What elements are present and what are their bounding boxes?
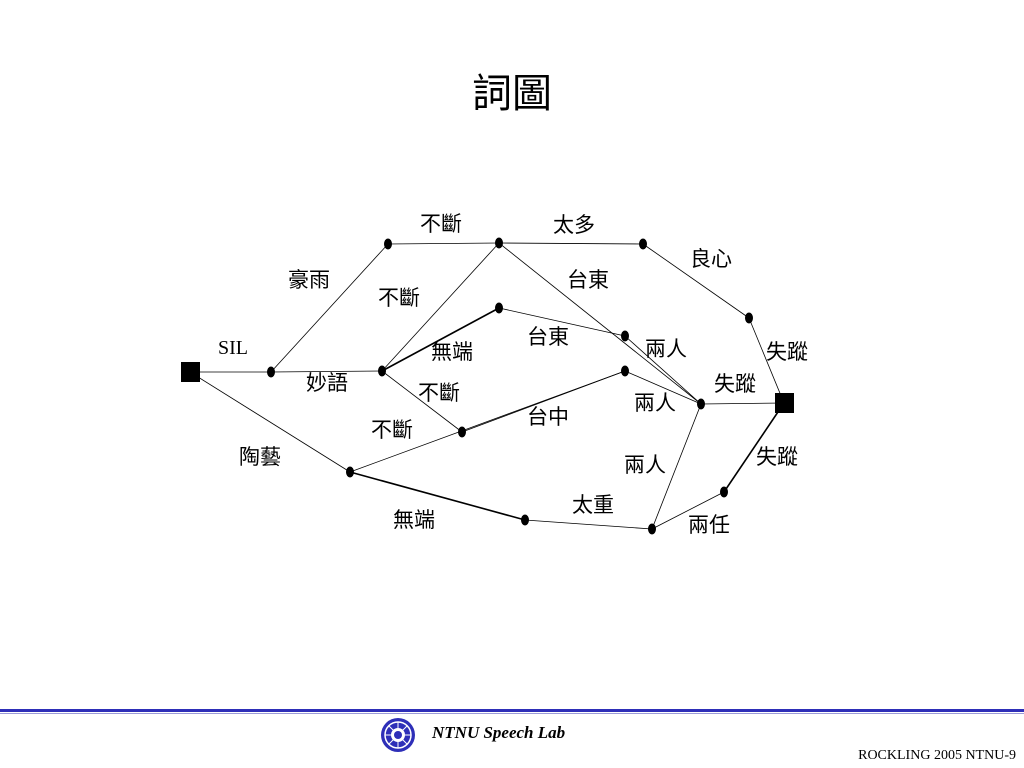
- word-label: 妙語: [306, 371, 348, 395]
- word-label: 失蹤: [766, 340, 808, 364]
- lab-name: NTNU Speech Lab: [432, 723, 566, 742]
- lattice-edge: [624, 370, 702, 405]
- slide-id: ROCKLING 2005 NTNU-9: [858, 748, 1016, 763]
- lattice-edge: [381, 242, 500, 372]
- page-title: 詞圖: [472, 71, 552, 117]
- lattice-edge: [387, 242, 500, 245]
- word-label: 無端: [393, 508, 435, 532]
- lattice-node: [697, 398, 705, 410]
- word-label: 陶藝: [239, 445, 281, 469]
- lattice-node: [621, 365, 629, 377]
- lattice-edge: [498, 242, 644, 245]
- lattice-node: [648, 523, 656, 535]
- word-label: 台東: [567, 268, 609, 292]
- lattice-node: [720, 486, 728, 498]
- lattice-edge: [723, 402, 785, 493]
- end-node: [775, 393, 794, 413]
- label-sil: SIL: [218, 337, 248, 359]
- lattice-node: [378, 365, 386, 377]
- word-label: 太重: [572, 493, 614, 517]
- lattice-node: [521, 514, 529, 526]
- lattice-node: [458, 426, 466, 438]
- word-label: 良心: [690, 247, 732, 271]
- word-label: 兩人: [624, 453, 666, 477]
- word-label: 不斷: [378, 286, 420, 310]
- footer-divider-thin: [0, 713, 1024, 714]
- word-label: 失蹤: [756, 445, 798, 469]
- lattice-node: [639, 238, 647, 250]
- word-label: 無端: [431, 340, 473, 364]
- word-label: 豪雨: [288, 268, 330, 292]
- word-label: 兩人: [634, 391, 676, 415]
- lattice-edge: [381, 370, 463, 433]
- start-node: [181, 362, 200, 382]
- word-label: 失蹤: [714, 372, 756, 396]
- lattice-node: [384, 238, 392, 250]
- lattice-edge: [748, 317, 785, 404]
- word-lattice-diagram: [181, 237, 794, 535]
- university-seal-icon: [381, 718, 415, 752]
- lattice-edge: [349, 370, 626, 473]
- lattice-edge: [498, 307, 626, 337]
- lattice-node: [267, 366, 275, 378]
- word-label: 台中: [527, 405, 569, 429]
- word-label: 兩任: [688, 513, 730, 537]
- lattice-edge: [349, 471, 526, 521]
- word-label: 兩人: [645, 337, 687, 361]
- lattice-node: [621, 330, 629, 342]
- lattice-edge: [651, 491, 725, 530]
- footer-divider: [0, 709, 1024, 712]
- lattice-edge: [624, 335, 702, 405]
- word-label: 不斷: [420, 212, 462, 236]
- lattice-node: [495, 302, 503, 314]
- lattice-node: [495, 237, 503, 249]
- lattice-edge: [270, 243, 389, 373]
- word-label: 不斷: [418, 381, 460, 405]
- lattice-edge: [498, 242, 702, 405]
- lattice-edge: [700, 402, 785, 405]
- lattice-edge: [381, 307, 500, 372]
- lattice-node: [346, 466, 354, 478]
- lattice-edge: [189, 371, 351, 473]
- lattice-node: [745, 312, 753, 324]
- word-label: 不斷: [371, 418, 413, 442]
- lattice-edge: [524, 519, 653, 530]
- lattice-edge: [270, 370, 383, 373]
- word-label: 台東: [527, 325, 569, 349]
- word-label: 太多: [553, 213, 595, 237]
- lattice-edge: [651, 403, 702, 530]
- lattice-edge: [642, 243, 750, 319]
